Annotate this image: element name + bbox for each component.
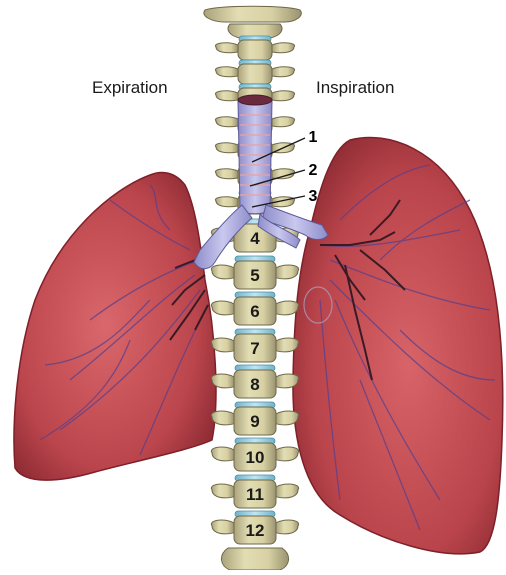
vertebra-10: 10 xyxy=(211,443,298,471)
vertebra-number: 6 xyxy=(250,302,259,321)
vertebra-number: 8 xyxy=(250,375,259,394)
vertebra-6: 6 xyxy=(211,297,298,325)
inspiration-label: Inspiration xyxy=(316,78,394,98)
vertebra-9: 9 xyxy=(211,407,298,435)
vertebra-number: 4 xyxy=(250,229,260,248)
callout-3: 3 xyxy=(309,188,318,205)
callout-1: 1 xyxy=(309,129,318,146)
vertebra-8: 8 xyxy=(211,370,298,398)
vertebra-upper xyxy=(215,40,294,60)
right-lung-inspiration xyxy=(293,138,503,554)
vertebra-upper xyxy=(215,64,294,84)
vertebra-number: 5 xyxy=(250,266,259,285)
vertebra-12: 12 xyxy=(211,516,298,544)
expiration-label: Expiration xyxy=(92,78,168,98)
vertebra-11: 11 xyxy=(211,480,298,508)
vertebra-number: 11 xyxy=(246,485,264,504)
left-lung-expiration xyxy=(14,172,216,480)
vertebra-number: 12 xyxy=(246,521,265,540)
vertebra-5: 5 xyxy=(211,261,298,289)
vertebra-number: 9 xyxy=(250,412,259,431)
spine: 4 5 6 7 8 9 10 11 12 xyxy=(204,6,301,570)
vertebra-number: 7 xyxy=(250,339,259,358)
callout-2: 2 xyxy=(309,162,318,179)
callout-numbers: 1 2 3 xyxy=(309,129,318,205)
vertebra-7: 7 xyxy=(211,334,298,362)
vertebra-number: 10 xyxy=(246,448,265,467)
